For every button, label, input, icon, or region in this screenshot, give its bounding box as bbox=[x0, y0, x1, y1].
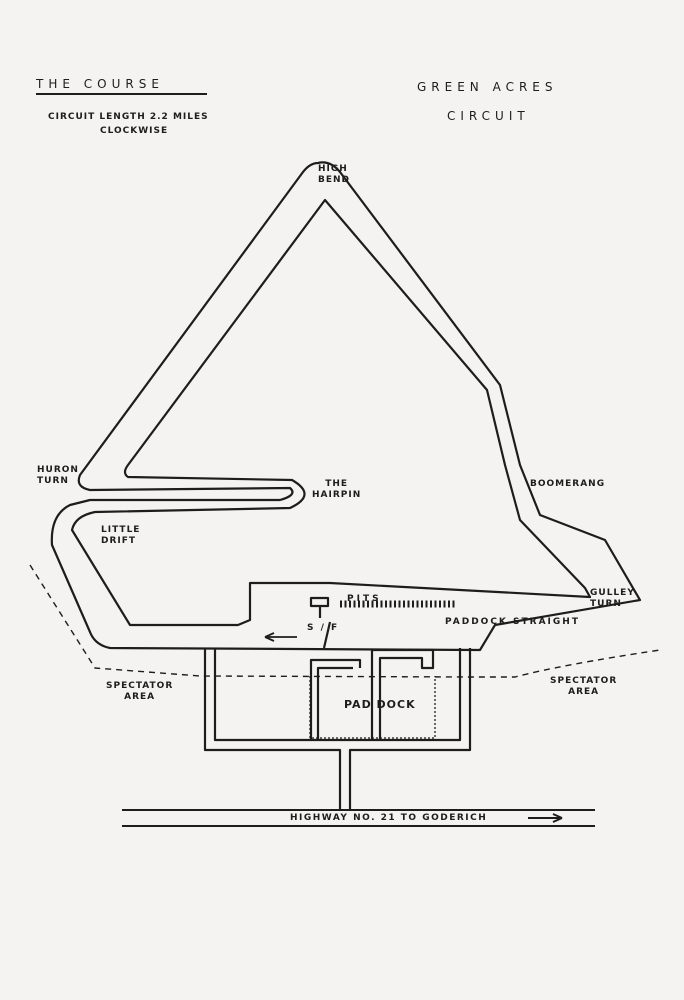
label-paddock: PAD DOCK bbox=[344, 698, 416, 711]
label-line: LITTLE bbox=[101, 525, 141, 535]
highway-road bbox=[122, 809, 595, 827]
label-line: DRIFT bbox=[101, 536, 137, 546]
label-boomerang: BOOMERANG bbox=[530, 479, 606, 489]
track-outer-edge bbox=[50, 161, 642, 652]
label-line: HURON bbox=[37, 465, 79, 475]
label-line: TURN bbox=[590, 599, 622, 609]
label-paddock-straight: PADDOCK STRAIGHT bbox=[445, 617, 580, 627]
circuit-name-line-2: CIRCUIT bbox=[447, 109, 530, 123]
label-line: SPECTATOR bbox=[550, 676, 618, 686]
label-line: SPECTATOR bbox=[106, 681, 174, 691]
label-line: HIGH bbox=[318, 164, 348, 174]
label-line: THE bbox=[325, 479, 349, 489]
label-line: BEND bbox=[318, 175, 351, 185]
label-highway: HIGHWAY NO. 21 TO GODERICH bbox=[290, 813, 488, 823]
page-title: THE COURSE bbox=[36, 77, 164, 91]
label-pits: PITS bbox=[347, 594, 382, 604]
circuit-length: CIRCUIT LENGTH 2.2 MILES bbox=[48, 112, 209, 122]
label-line: HAIRPIN bbox=[312, 490, 362, 500]
track-inner-edge bbox=[70, 198, 592, 627]
paddock-fence bbox=[309, 676, 436, 739]
circuit-name-line-1: GREEN ACRES bbox=[417, 80, 558, 94]
circuit-direction: CLOCKWISE bbox=[100, 126, 169, 136]
direction-arrow bbox=[264, 632, 297, 642]
paddock-access-roads bbox=[203, 648, 472, 810]
start-finish-post bbox=[318, 606, 332, 649]
label-line: GULLEY bbox=[590, 588, 635, 598]
label-line: AREA bbox=[568, 687, 600, 697]
label-start-finish: S / F bbox=[307, 623, 340, 633]
label-line: TURN bbox=[37, 476, 69, 486]
label-line: AREA bbox=[124, 692, 156, 702]
start-finish-gantry bbox=[309, 596, 330, 608]
